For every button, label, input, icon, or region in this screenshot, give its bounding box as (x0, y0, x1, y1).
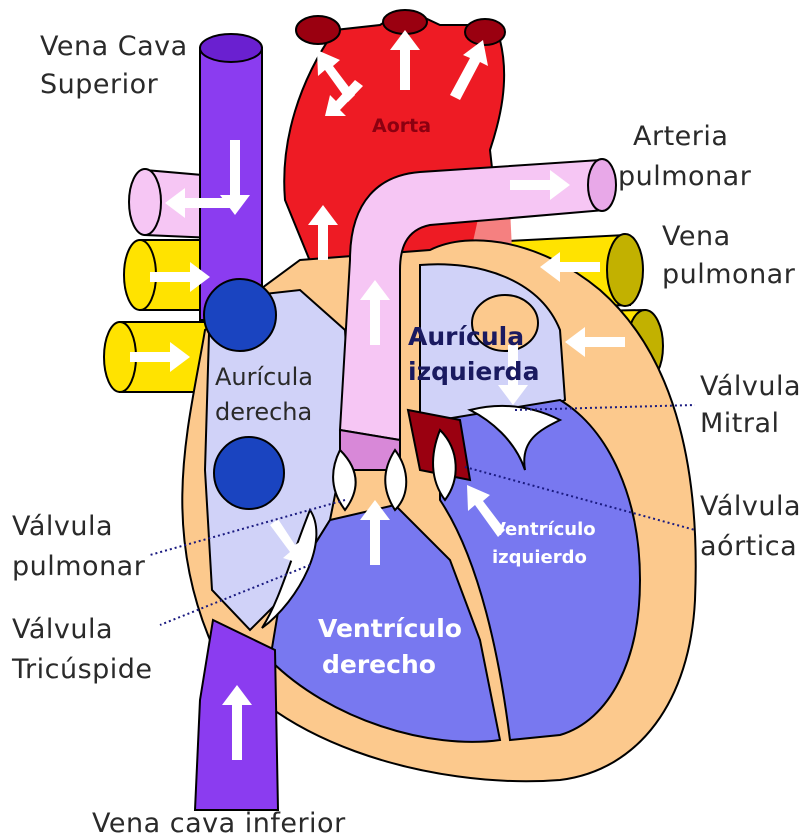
svg-text:Mitral: Mitral (700, 408, 780, 439)
svg-text:Válvula: Válvula (700, 371, 801, 402)
svg-text:izquierda: izquierda (408, 357, 539, 386)
svg-text:izquierdo: izquierdo (492, 547, 587, 568)
label-vena-cava-inferior: Vena cava inferior (92, 808, 346, 839)
svg-text:Válvula: Válvula (12, 614, 113, 645)
label-aorta: Aorta (372, 115, 431, 137)
svg-text:Ventrículo: Ventrículo (492, 519, 596, 540)
svg-text:Válvula: Válvula (12, 511, 113, 542)
svg-text:Válvula: Válvula (700, 491, 801, 522)
label-valvula-mitral: Válvula Mitral (700, 371, 801, 439)
svg-text:derecho: derecho (322, 650, 436, 679)
svg-text:pulmonar: pulmonar (662, 259, 796, 290)
svg-text:Superior: Superior (40, 69, 159, 100)
svg-text:Vena cava inferior: Vena cava inferior (92, 808, 346, 839)
svg-text:aórtica: aórtica (700, 531, 797, 562)
svg-text:Vena: Vena (662, 221, 731, 252)
svg-text:Arteria: Arteria (633, 121, 728, 152)
svg-text:Aurícula: Aurícula (215, 363, 313, 391)
svg-text:Aurícula: Aurícula (408, 322, 524, 351)
label-vena-cava-superior: Vena Cava Superior (40, 31, 188, 100)
svg-text:Vena Cava: Vena Cava (40, 31, 188, 62)
svg-text:Ventrículo: Ventrículo (318, 614, 462, 643)
label-vena-pulmonar: Vena pulmonar (662, 221, 796, 290)
svg-text:Tricúspide: Tricúspide (11, 654, 153, 685)
svg-text:pulmonar: pulmonar (618, 161, 752, 192)
label-valvula-tricuspide: Válvula Tricúspide (11, 614, 153, 685)
label-valvula-aortica: Válvula aórtica (700, 491, 801, 562)
svg-text:pulmonar: pulmonar (12, 551, 146, 582)
label-valvula-pulmonar: Válvula pulmonar (12, 511, 146, 582)
svg-text:derecha: derecha (215, 398, 312, 426)
label-arteria-pulmonar: Arteria pulmonar (618, 121, 752, 192)
